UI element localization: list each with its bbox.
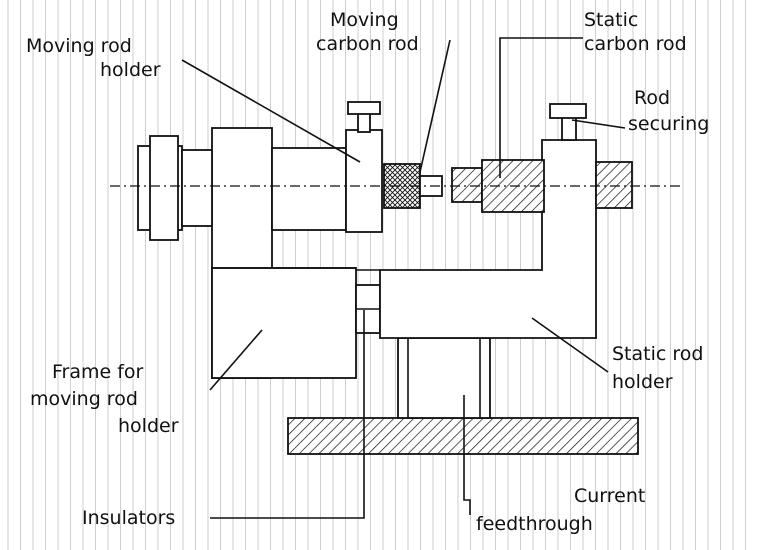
moving-holder-screw [357, 111, 371, 133]
moving-rod-holder [345, 129, 383, 233]
leader-moving-rod-holder [181, 59, 361, 163]
leader-frame-moving [209, 329, 263, 391]
leader-current-feedthrough [463, 395, 471, 515]
label-static-carbon-rod: Static carbon rod [584, 9, 687, 55]
leader-rod-securing [571, 119, 626, 129]
moving-rod-body [271, 147, 347, 231]
static-rod-end-nut [595, 161, 633, 209]
label-static-rod-holder: Static rod holder [612, 343, 710, 393]
moving-holder-screw-head [347, 101, 381, 115]
label-current-feedthrough: Current feedthrough [476, 485, 651, 535]
current-feedthrough [397, 337, 491, 419]
leader-static-rod-holder [531, 317, 609, 373]
label-moving-carbon-rod: Moving carbon rod [316, 9, 419, 55]
leader-static-carbon-rod [499, 37, 583, 178]
end-cap-inner [181, 149, 213, 227]
base-plate [287, 417, 639, 455]
background-stripes [7, 0, 746, 550]
label-moving-rod-holder: Moving rod holder [26, 35, 161, 81]
end-cap-flange [149, 135, 179, 241]
frame-moving-base [211, 267, 357, 379]
label-frame-moving: Frame for moving rod holder [30, 361, 179, 437]
label-rod-securing: Rod securing [628, 87, 709, 135]
static-carbon-tip [451, 167, 483, 203]
label-insulators: Insulators [82, 507, 175, 529]
leader-moving-carbon-rod [419, 39, 451, 173]
leader-insulators [210, 310, 365, 519]
rod-securing-screw-head [549, 103, 587, 119]
